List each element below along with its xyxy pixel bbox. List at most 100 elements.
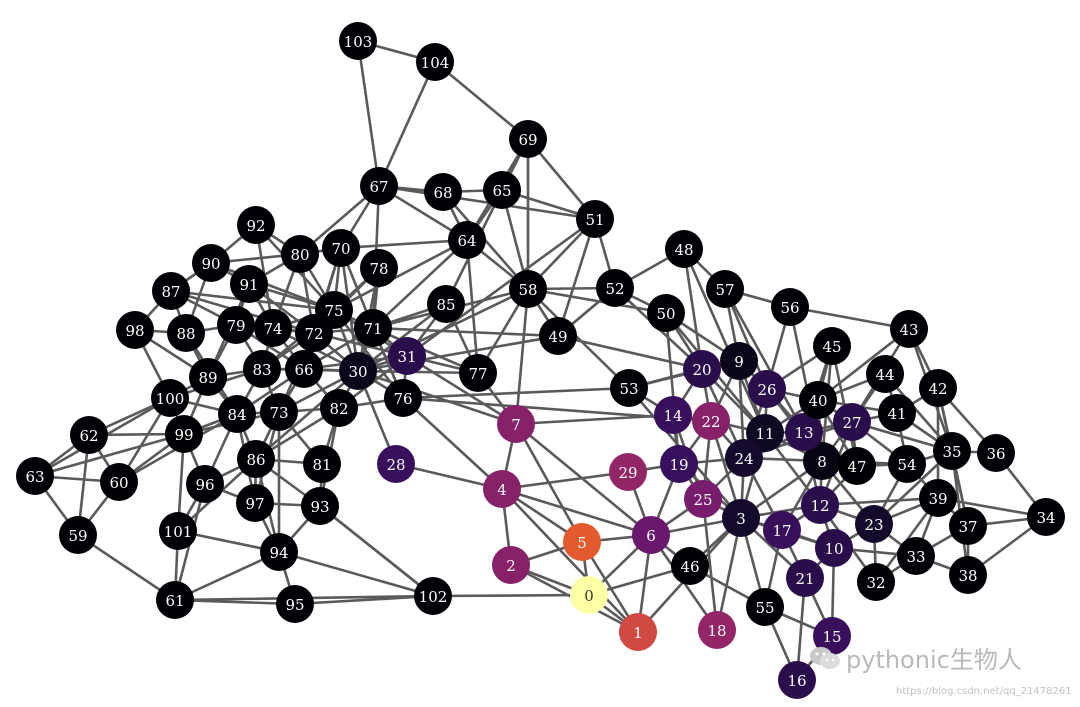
- edge-103-67: [356, 39, 381, 188]
- node-circle-66: [285, 350, 323, 388]
- node-circle-78: [360, 249, 398, 287]
- node-label-74: 74: [263, 320, 282, 338]
- edge-57-13: [723, 287, 806, 434]
- node-label-96: 96: [195, 476, 214, 494]
- node-label-28: 28: [386, 456, 405, 474]
- node-circle-80: [281, 235, 319, 273]
- edge-58-53: [526, 287, 631, 390]
- node-circle-45: [813, 327, 851, 365]
- node-circle-13: [785, 413, 823, 451]
- node-82: 82: [320, 389, 358, 427]
- node-circle-6: [632, 516, 670, 554]
- node-circle-68: [424, 173, 462, 211]
- node-75: 75: [315, 291, 353, 329]
- node-label-22: 22: [701, 413, 720, 431]
- node-43: 43: [890, 310, 928, 348]
- node-label-57: 57: [715, 281, 734, 299]
- node-circle-76: [384, 379, 422, 417]
- node-label-58: 58: [518, 281, 537, 299]
- node-circle-21: [786, 559, 824, 597]
- edge-43-40: [816, 327, 911, 402]
- node-label-10: 10: [824, 540, 843, 558]
- node-circle-102: [414, 577, 452, 615]
- edge-58-50: [526, 287, 668, 315]
- node-circle-12: [801, 486, 839, 524]
- node-104: 104: [416, 43, 454, 81]
- node-circle-61: [156, 581, 194, 619]
- edge-39-12: [818, 496, 940, 507]
- node-circle-5: [563, 523, 601, 561]
- node-circle-92: [237, 206, 275, 244]
- node-circle-99: [165, 415, 203, 453]
- node-53: 53: [610, 369, 648, 407]
- node-15: 15: [813, 617, 851, 655]
- node-circle-100: [151, 379, 189, 417]
- node-33: 33: [897, 537, 935, 575]
- node-label-73: 73: [269, 404, 288, 422]
- node-60: 60: [100, 463, 138, 501]
- node-55: 55: [746, 588, 784, 626]
- node-21: 21: [786, 559, 824, 597]
- node-89: 89: [189, 358, 227, 396]
- node-label-79: 79: [226, 317, 245, 335]
- node-circle-101: [159, 512, 197, 550]
- node-69: 69: [509, 120, 547, 158]
- node-label-18: 18: [707, 622, 726, 640]
- node-54: 54: [888, 445, 926, 483]
- node-63: 63: [16, 457, 54, 495]
- node-70: 70: [322, 229, 360, 267]
- node-circle-47: [838, 447, 876, 485]
- node-circle-96: [186, 465, 224, 503]
- node-circle-81: [303, 445, 341, 483]
- node-label-36: 36: [986, 445, 1005, 463]
- node-label-7: 7: [511, 416, 521, 434]
- node-circle-64: [448, 221, 486, 259]
- node-label-66: 66: [294, 361, 313, 379]
- node-label-34: 34: [1036, 509, 1055, 527]
- node-10: 10: [815, 529, 853, 567]
- edge-77-30: [356, 369, 480, 375]
- node-90: 90: [192, 244, 230, 282]
- node-0: 0: [570, 576, 608, 614]
- node-18: 18: [698, 611, 736, 649]
- node-label-48: 48: [674, 241, 693, 259]
- node-circle-71: [354, 309, 392, 347]
- node-label-41: 41: [887, 405, 906, 423]
- node-label-23: 23: [864, 516, 883, 534]
- edge-30-86: [254, 369, 360, 461]
- node-37: 37: [949, 507, 987, 545]
- node-label-69: 69: [518, 131, 537, 149]
- node-label-19: 19: [669, 456, 688, 474]
- edge-51-49: [556, 217, 597, 338]
- node-label-17: 17: [772, 522, 791, 540]
- node-65: 65: [483, 171, 521, 209]
- node-label-60: 60: [109, 474, 128, 492]
- node-circle-54: [888, 445, 926, 483]
- node-label-81: 81: [312, 456, 331, 474]
- node-74: 74: [254, 309, 292, 347]
- node-circle-67: [360, 167, 398, 205]
- node-39: 39: [919, 479, 957, 517]
- node-95: 95: [276, 585, 314, 623]
- edge-56-43: [788, 305, 911, 331]
- node-26: 26: [748, 370, 786, 408]
- node-46: 46: [671, 547, 709, 585]
- node-label-38: 38: [958, 567, 977, 585]
- node-label-91: 91: [239, 276, 258, 294]
- edge-104-69: [433, 60, 530, 141]
- node-47: 47: [838, 447, 876, 485]
- node-label-70: 70: [331, 240, 350, 258]
- node-label-30: 30: [348, 363, 367, 381]
- node-51: 51: [576, 200, 614, 238]
- node-61: 61: [156, 581, 194, 619]
- edge-95-102: [293, 594, 435, 606]
- node-circle-98: [116, 311, 154, 349]
- node-label-20: 20: [692, 361, 711, 379]
- node-label-45: 45: [822, 338, 841, 356]
- node-29: 29: [609, 453, 647, 491]
- edge-104-67: [377, 60, 437, 188]
- node-label-100: 100: [156, 390, 185, 408]
- node-circle-65: [483, 171, 521, 209]
